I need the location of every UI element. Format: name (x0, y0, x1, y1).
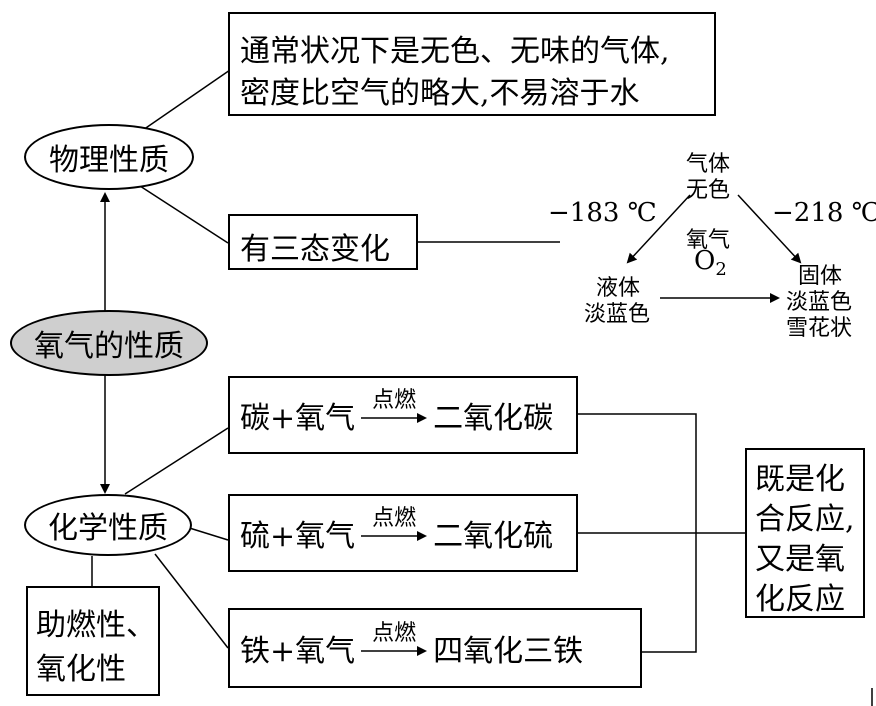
property-line1: 助燃性、 (36, 608, 156, 643)
right-arrow-icon (361, 531, 428, 541)
physical-desc-line1: 通常状况下是无色、无味的气体, (240, 34, 670, 69)
reaction-iron-left: 铁+氧气 (240, 634, 356, 669)
reaction-carbon-left: 碳+氧气 (240, 401, 356, 436)
reaction-iron-condition: 点燃 (372, 621, 417, 646)
arrow-gas-to-solid (737, 194, 802, 264)
oxygen-properties-center-node: 氧气的性质 (10, 310, 208, 376)
reaction-iron-box: 铁+氧气 点燃 四氧化三铁 (228, 608, 642, 688)
temp-left-label: −183 ℃ (548, 198, 657, 228)
reaction-carbon-arrow: 点燃 (359, 390, 429, 424)
line-chemical-to-iron (154, 553, 229, 649)
reaction-type-line1: 既是化 (755, 462, 845, 497)
line-physical-to-desc (139, 69, 231, 133)
right-arrow-icon (361, 413, 428, 423)
right-arrow-icon (361, 646, 428, 656)
oxygen-formula-o: O (694, 246, 716, 276)
arrow-gas-to-liquid (626, 194, 691, 264)
physical-properties-node: 物理性质 (24, 124, 194, 190)
physical-desc-line2: 密度比空气的略大,不易溶于水 (240, 76, 640, 111)
reaction-carbon-condition: 点燃 (372, 388, 417, 413)
gas-line2: 无色 (686, 178, 731, 203)
liquid-line2: 淡蓝色 (584, 302, 651, 327)
reaction-type-box: 既是化 合反应, 又是氧 化反应 (745, 448, 865, 618)
reaction-sulfur-right: 二氧化硫 (433, 519, 554, 554)
oxygen-formula-sub: 2 (715, 259, 727, 281)
three-states-box: 有三态变化 (228, 214, 418, 270)
reaction-iron-arrow: 点燃 (359, 623, 429, 657)
liquid-line1: 液体 (596, 276, 641, 301)
property-line2: 氧化性 (36, 652, 126, 687)
reaction-carbon-box: 碳+氧气 点燃 二氧化碳 (228, 376, 578, 454)
reaction-iron-right: 四氧化三铁 (433, 634, 584, 669)
reaction-sulfur-box: 硫+氧气 点燃 二氧化硫 (228, 494, 578, 572)
oxygen-formula: O2 (694, 246, 727, 280)
chemical-label: 化学性质 (48, 511, 168, 546)
chemical-properties-node: 化学性质 (24, 494, 192, 556)
line-chemical-to-carbon (124, 427, 229, 495)
reaction-sulfur-arrow: 点燃 (359, 508, 429, 542)
reaction-type-line4: 化反应 (755, 582, 845, 617)
reaction-sulfur-condition: 点燃 (372, 506, 417, 531)
three-states-label: 有三态变化 (240, 232, 390, 267)
solid-line1: 固体 (798, 264, 843, 289)
reaction-type-line3: 又是氧 (755, 542, 845, 577)
reaction-sulfur-left: 硫+氧气 (240, 519, 356, 554)
solid-line2: 淡蓝色 (786, 290, 853, 315)
solid-line3: 雪花状 (786, 316, 853, 341)
physical-description-box: 通常状况下是无色、无味的气体, 密度比空气的略大,不易溶于水 (228, 12, 716, 116)
temp-right-label: −218 ℃ (772, 198, 876, 228)
chemical-property-box: 助燃性、 氧化性 (26, 586, 160, 696)
line-physical-to-states (139, 185, 229, 244)
gas-line1: 气体 (686, 152, 731, 177)
reaction-type-line2: 合反应, (755, 502, 855, 537)
oxygen-center-label: 氧气 (686, 228, 731, 253)
reaction-carbon-right: 二氧化碳 (433, 401, 554, 436)
center-label: 氧气的性质 (34, 329, 184, 364)
physical-label: 物理性质 (49, 143, 169, 178)
